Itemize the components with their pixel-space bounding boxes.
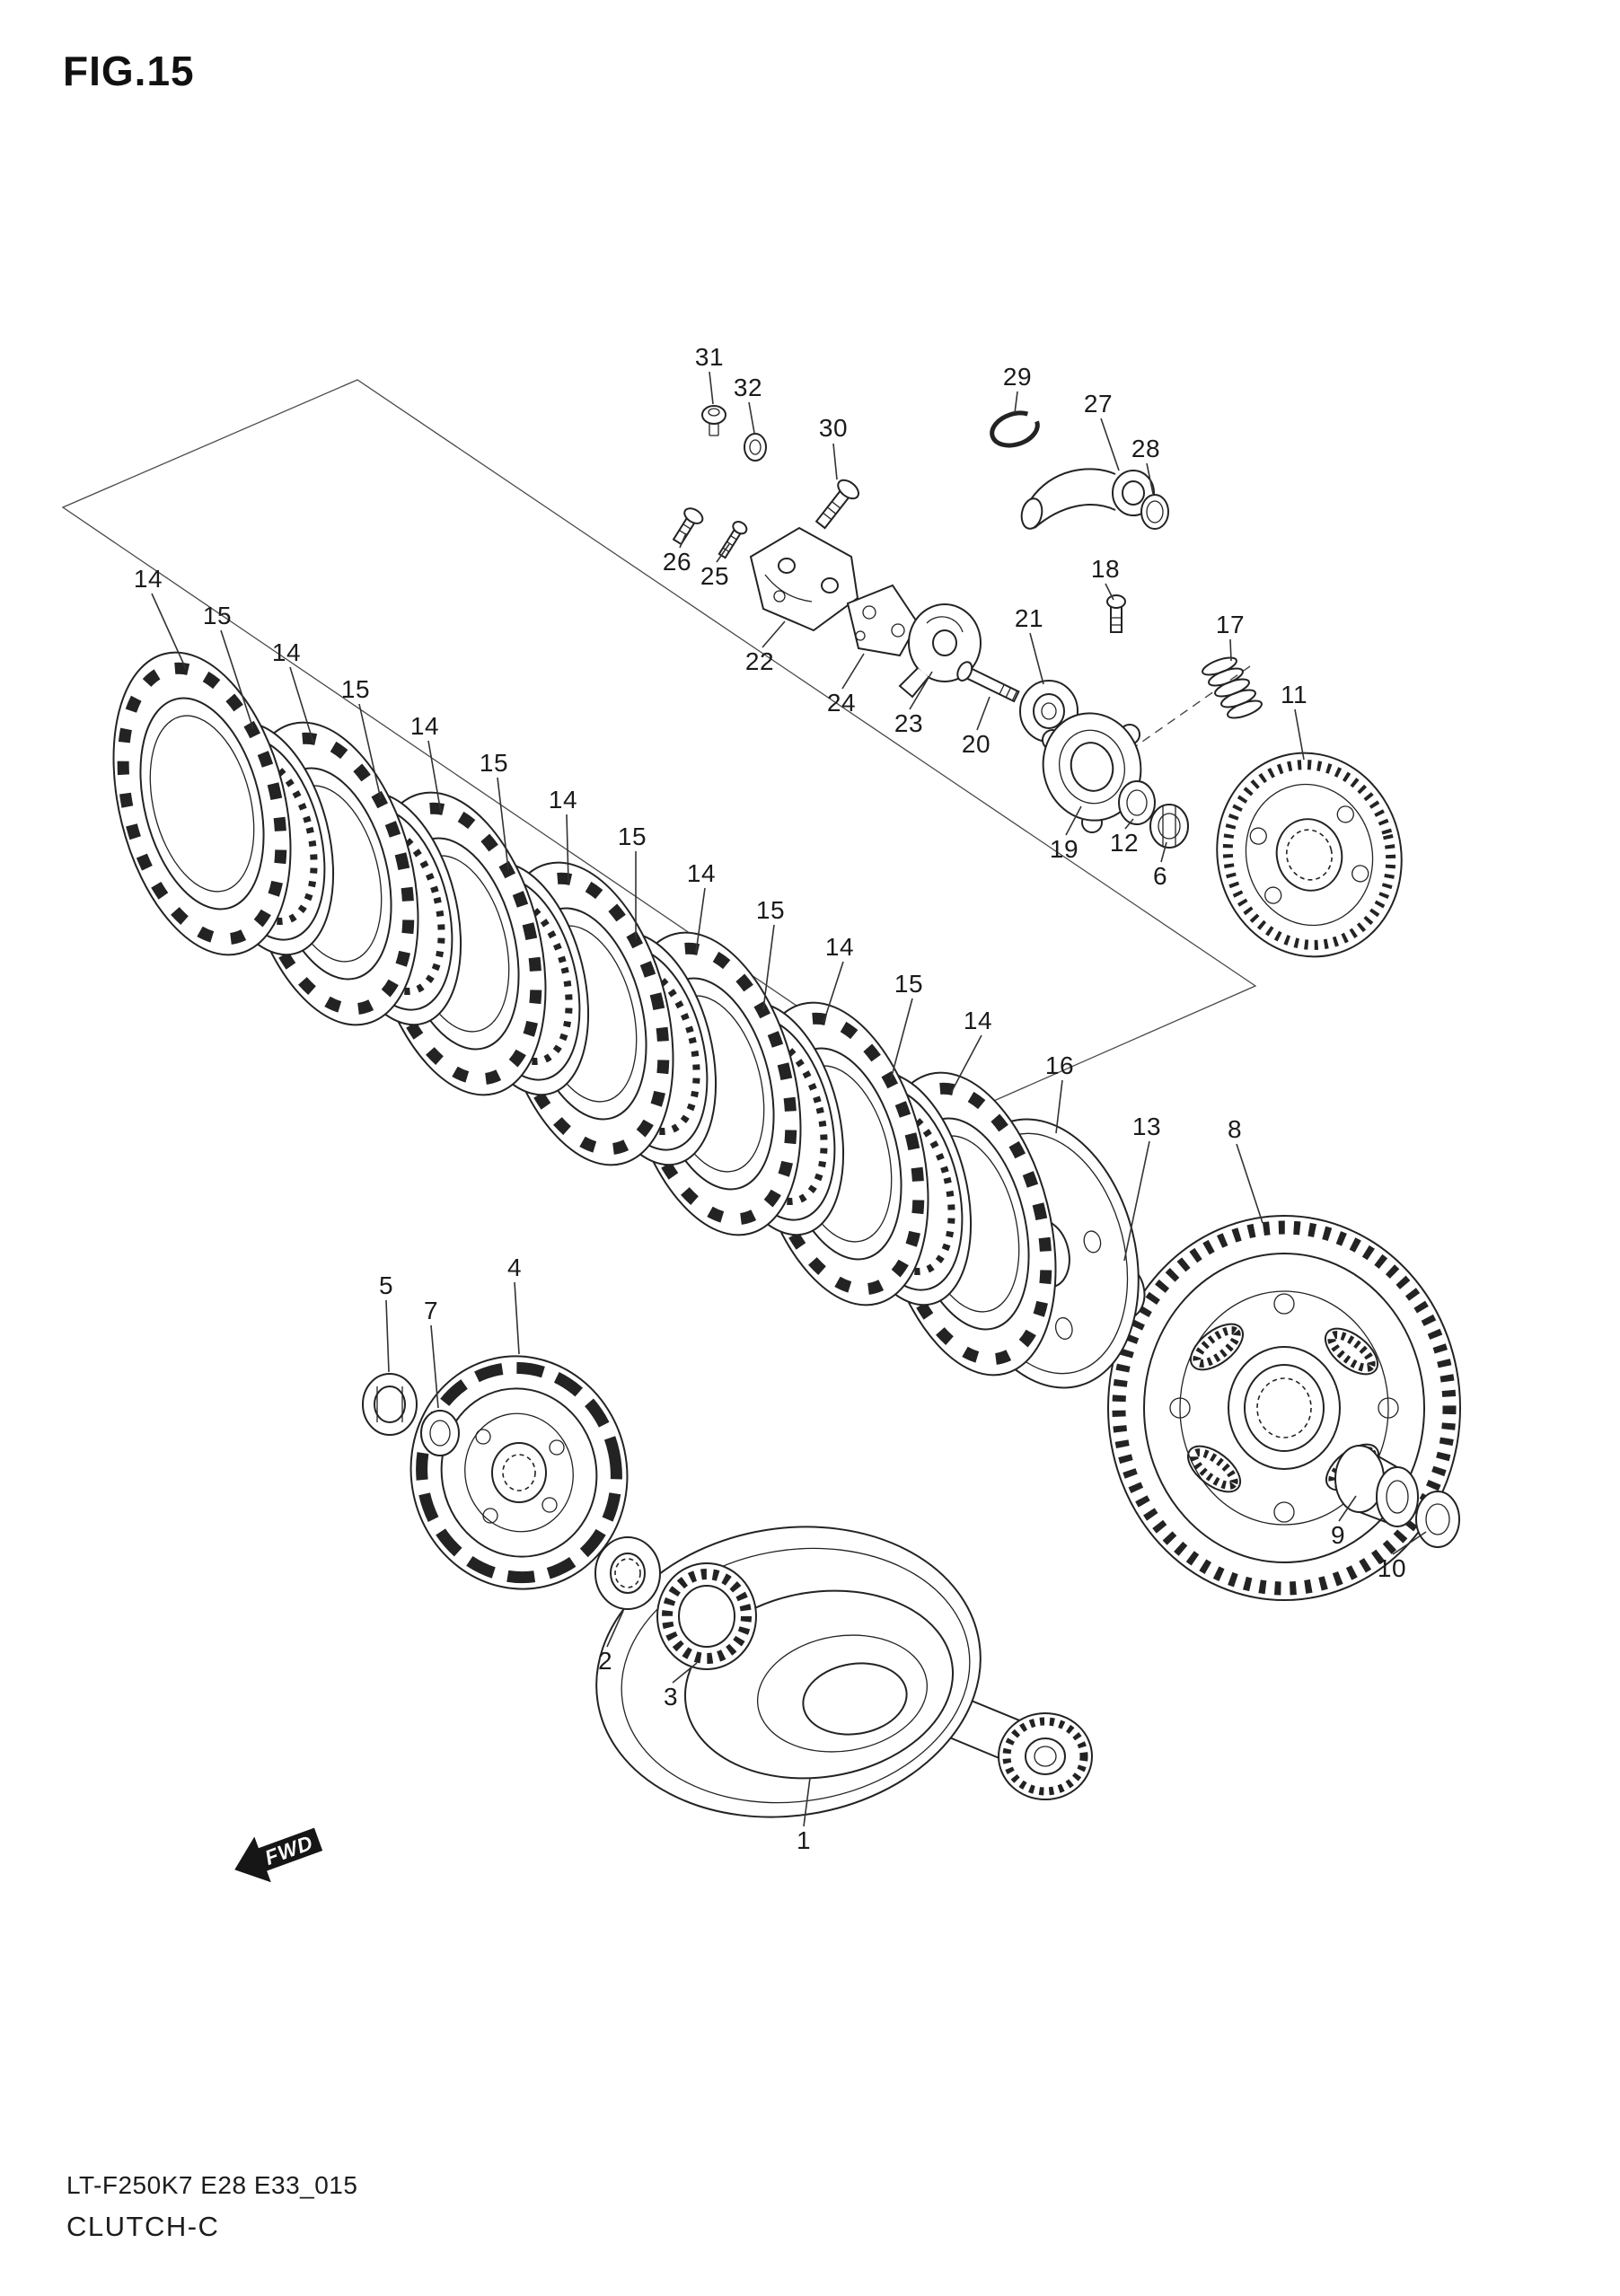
fwd-arrow: FWD	[234, 1827, 323, 1883]
callout-15-6: 15	[894, 970, 924, 998]
model-code: LT-F250K7 E28 E33_015	[66, 2171, 358, 2199]
callout-13: 13	[1131, 1113, 1162, 1140]
part-19-release-retainer	[1042, 712, 1142, 833]
callout-14-2: 14	[271, 638, 302, 666]
callout-21: 21	[1014, 604, 1044, 632]
part-27-release-arm	[1020, 468, 1155, 530]
part-25-screw	[718, 521, 748, 559]
callout-32: 32	[733, 374, 763, 401]
part-12-washer	[1118, 780, 1156, 825]
callout-24: 24	[826, 689, 857, 717]
callout-4: 4	[506, 1254, 523, 1281]
callout-14-6: 14	[824, 933, 855, 961]
callout-26: 26	[662, 548, 692, 576]
part-18-bolt	[1106, 594, 1126, 633]
callout-10: 10	[1377, 1554, 1407, 1582]
callout-1: 1	[796, 1826, 812, 1854]
callout-19: 19	[1049, 835, 1079, 863]
part-5-nut	[362, 1373, 418, 1436]
reference-panel-outline	[61, 379, 1257, 1117]
callout-15-2: 15	[340, 675, 371, 703]
callout-29: 29	[1002, 363, 1033, 391]
section-title: CLUTCH-C	[66, 2211, 220, 2242]
callout-15-4: 15	[617, 823, 647, 850]
callout-6: 6	[1152, 862, 1168, 890]
callout-20: 20	[961, 730, 991, 758]
callout-9: 9	[1330, 1521, 1346, 1549]
callout-7: 7	[423, 1297, 439, 1324]
part-30-bolt	[814, 479, 859, 530]
callout-25: 25	[700, 562, 730, 590]
callout-22: 22	[744, 647, 775, 675]
callout-23: 23	[894, 709, 924, 737]
callout-15-3: 15	[479, 749, 509, 777]
part-4-clutch-shoe-assembly	[409, 1355, 629, 1590]
callout-2: 2	[597, 1647, 613, 1675]
callout-15-5: 15	[755, 896, 786, 924]
part-22-retainer-plate	[749, 526, 859, 632]
part-11-clutch-sleeve-hub	[1216, 752, 1403, 958]
part-20-screw	[956, 661, 1020, 703]
part-8-clutch-housing	[1107, 1215, 1461, 1601]
part-9-spacer-sleeve	[1334, 1445, 1419, 1527]
callout-31: 31	[694, 343, 725, 371]
callout-8: 8	[1227, 1115, 1243, 1143]
callout-28: 28	[1131, 435, 1161, 462]
callout-15-1: 15	[202, 602, 233, 629]
part-2-inner-race	[594, 1536, 661, 1610]
part-32-washer	[744, 433, 767, 462]
callout-30: 30	[818, 414, 849, 442]
fwd-label: FWD	[261, 1831, 316, 1869]
part-3-roller-bearing	[656, 1562, 757, 1670]
part-23-cam-plate	[898, 603, 982, 699]
callout-14-5: 14	[686, 859, 717, 887]
callout-14-1: 14	[133, 565, 163, 593]
part-6-nut	[1149, 804, 1189, 849]
part-28-o-ring	[1140, 494, 1169, 530]
callout-14-7: 14	[963, 1007, 993, 1034]
callout-18: 18	[1090, 555, 1121, 583]
figure-title: FIG.15	[63, 48, 195, 94]
callout-14-3: 14	[409, 712, 440, 740]
callout-14-4: 14	[548, 786, 578, 814]
part-31-bolt	[701, 405, 726, 436]
part-10-washer	[1415, 1491, 1460, 1548]
callout-5: 5	[378, 1271, 394, 1299]
part-24-gasket	[846, 584, 920, 657]
leader-lines	[151, 371, 1427, 1827]
callout-16: 16	[1044, 1051, 1075, 1079]
callout-12: 12	[1109, 829, 1140, 857]
callout-11: 11	[1280, 681, 1308, 708]
part-29-snap-ring	[990, 410, 1040, 448]
callout-27: 27	[1083, 390, 1114, 418]
part-17-spring	[1202, 656, 1263, 719]
part-7-washer	[420, 1410, 460, 1456]
part-26-bolt	[672, 507, 704, 546]
callout-17: 17	[1215, 611, 1246, 638]
callout-3: 3	[663, 1683, 679, 1711]
